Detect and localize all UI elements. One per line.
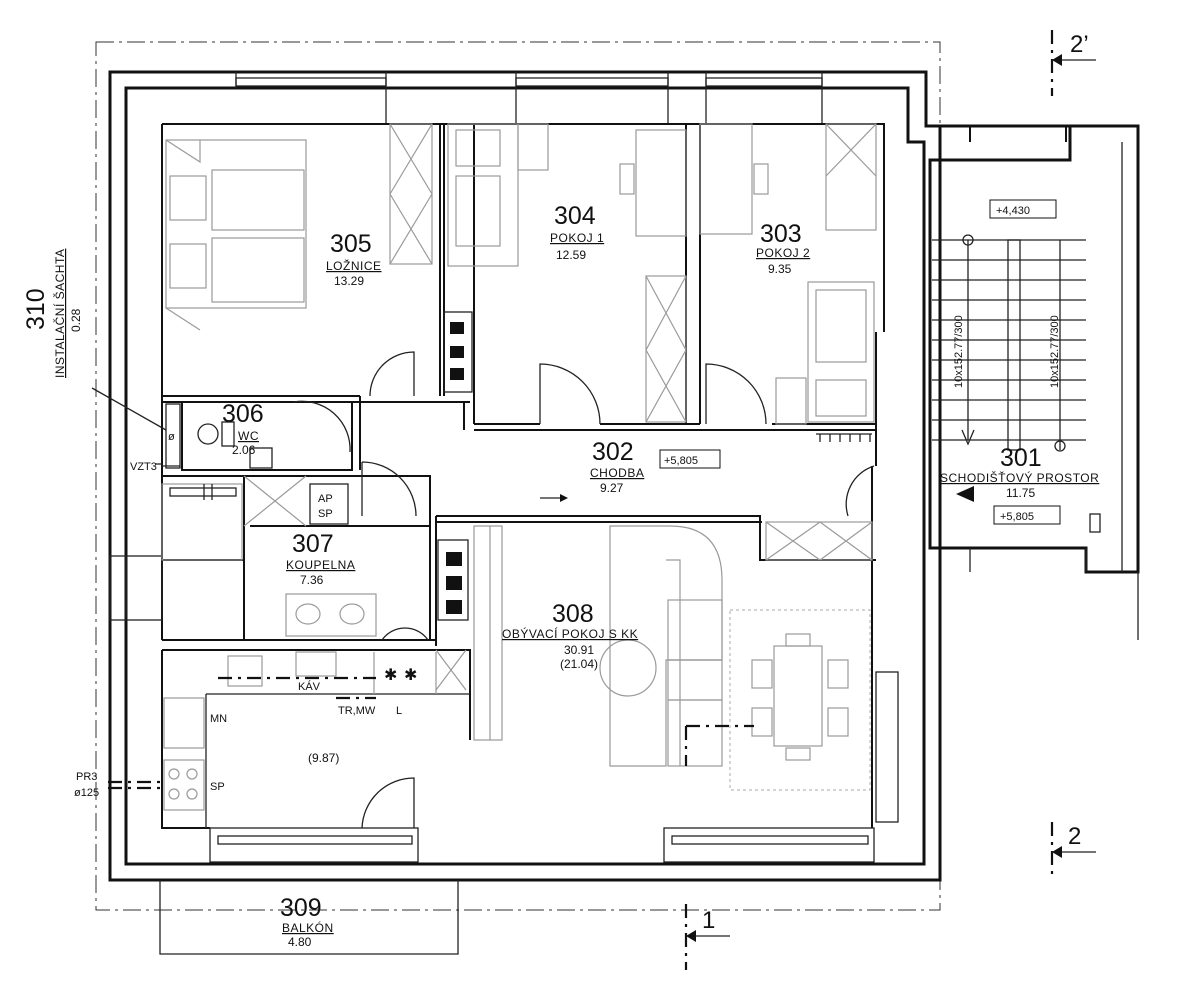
section-mark-2: 2 bbox=[1050, 822, 1096, 880]
label-kav: KÁV bbox=[298, 680, 321, 693]
svg-text:AP: AP bbox=[318, 493, 333, 505]
radiator-marks bbox=[169, 433, 872, 500]
entry-arrow bbox=[540, 494, 568, 502]
label-tr-mw: TR,MW bbox=[338, 705, 376, 717]
room-label-306: 306 WC 2.06 bbox=[222, 400, 264, 457]
svg-text:306: 306 bbox=[222, 400, 264, 428]
furniture bbox=[161, 123, 877, 811]
installation-shafts bbox=[165, 311, 473, 621]
room-label-307: 307 KOUPELNA 7.36 bbox=[286, 530, 355, 587]
svg-text:11.75: 11.75 bbox=[1006, 486, 1035, 500]
svg-text:0.28: 0.28 bbox=[69, 308, 83, 332]
svg-text:+5,805: +5,805 bbox=[1000, 511, 1034, 523]
hob-icon-2: ✱ bbox=[404, 667, 417, 684]
svg-text:309: 309 bbox=[280, 894, 322, 922]
svg-text:301: 301 bbox=[1000, 444, 1042, 472]
doors bbox=[293, 351, 875, 829]
level-tag-stair-top: +4,430 bbox=[989, 199, 1057, 219]
section-label-2: 2 bbox=[1068, 823, 1081, 850]
level-tag-stair-bottom: +5,805 bbox=[993, 505, 1061, 525]
label-pr3: PR3 bbox=[76, 771, 97, 783]
svg-text:304: 304 bbox=[554, 202, 596, 230]
svg-text:13.29: 13.29 bbox=[334, 274, 364, 288]
label-vzt3: VZT3 bbox=[130, 461, 157, 473]
stair-label-left: 10x152.77/300 bbox=[953, 315, 965, 388]
svg-text:9.27: 9.27 bbox=[600, 481, 624, 495]
room-label-309: 309 BALKÓN 4.80 bbox=[280, 894, 334, 949]
room-label-308: 308 OBÝVACÍ POKOJ S KK 30.91 (21.04) bbox=[502, 600, 638, 671]
ap-sp-box: AP SP bbox=[309, 483, 349, 525]
svg-text:POKOJ 2: POKOJ 2 bbox=[756, 246, 810, 260]
svg-text:303: 303 bbox=[760, 220, 802, 248]
balcony-outline bbox=[159, 880, 459, 955]
svg-text:307: 307 bbox=[292, 530, 334, 558]
stair-label-right: 10x152.77/300 bbox=[1049, 315, 1061, 388]
svg-text:+4,430: +4,430 bbox=[996, 205, 1030, 217]
room-label-304: 304 POKOJ 1 12.59 bbox=[550, 202, 604, 262]
svg-text:CHODBA: CHODBA bbox=[590, 466, 644, 480]
room-label-310: 310 INSTALAČNÍ ŠACHTA 0.28 bbox=[22, 249, 83, 378]
svg-text:(21.04): (21.04) bbox=[560, 657, 598, 671]
section-label-1: 1 bbox=[702, 907, 715, 934]
svg-text:12.59: 12.59 bbox=[556, 248, 586, 262]
section-label-2prime: 2’ bbox=[1070, 31, 1089, 58]
svg-text:310: 310 bbox=[22, 288, 50, 330]
label-mn: MN bbox=[210, 713, 227, 725]
section-mark-1: 1 bbox=[684, 904, 730, 970]
svg-text:7.36: 7.36 bbox=[300, 573, 324, 587]
label-l: L bbox=[396, 705, 402, 717]
svg-text:9.35: 9.35 bbox=[768, 262, 792, 276]
svg-text:2.06: 2.06 bbox=[232, 443, 256, 457]
pr3-lines bbox=[108, 780, 166, 790]
stair-walls bbox=[926, 124, 1140, 640]
svg-text:POKOJ 1: POKOJ 1 bbox=[550, 231, 604, 245]
svg-text:OBÝVACÍ POKOJ S KK: OBÝVACÍ POKOJ S KK bbox=[502, 626, 638, 641]
svg-text:308: 308 bbox=[552, 600, 594, 628]
room-label-303: 303 POKOJ 2 9.35 bbox=[756, 220, 810, 276]
hob-icon: ✱ bbox=[384, 667, 397, 684]
svg-text:WC: WC bbox=[238, 429, 259, 443]
room-label-301: 301 SCHODIŠŤOVÝ PROSTOR 11.75 bbox=[940, 444, 1099, 500]
label-diameter: ø125 bbox=[74, 787, 99, 799]
room-label-305: 305 LOŽNICE 13.29 bbox=[326, 230, 382, 288]
svg-text:INSTALAČNÍ ŠACHTA: INSTALAČNÍ ŠACHTA bbox=[52, 249, 67, 378]
svg-text:305: 305 bbox=[330, 230, 372, 258]
svg-text:KOUPELNA: KOUPELNA bbox=[286, 558, 355, 572]
kitchen-area: (9.87) bbox=[308, 751, 339, 765]
label-shaft-symbol: ø bbox=[168, 431, 175, 443]
dining-rug bbox=[729, 609, 871, 791]
shaft-leader bbox=[91, 387, 167, 431]
wc-fixtures bbox=[162, 421, 273, 469]
label-sp: SP bbox=[210, 781, 225, 793]
svg-text:4.80: 4.80 bbox=[288, 935, 312, 949]
svg-text:LOŽNICE: LOŽNICE bbox=[326, 258, 382, 273]
kitchen-dash-lines bbox=[218, 676, 754, 766]
svg-text:SP: SP bbox=[318, 508, 333, 520]
svg-text:+5,805: +5,805 bbox=[664, 455, 698, 467]
svg-text:SCHODIŠŤOVÝ PROSTOR: SCHODIŠŤOVÝ PROSTOR bbox=[940, 470, 1099, 485]
level-tag-corridor: +5,805 bbox=[659, 449, 721, 469]
svg-text:30.91: 30.91 bbox=[564, 643, 594, 657]
svg-text:BALKÓN: BALKÓN bbox=[282, 920, 334, 935]
room-label-302: 302 CHODBA 9.27 bbox=[590, 438, 644, 495]
section-mark-2prime: 2’ bbox=[1050, 30, 1096, 96]
svg-text:302: 302 bbox=[592, 438, 634, 466]
